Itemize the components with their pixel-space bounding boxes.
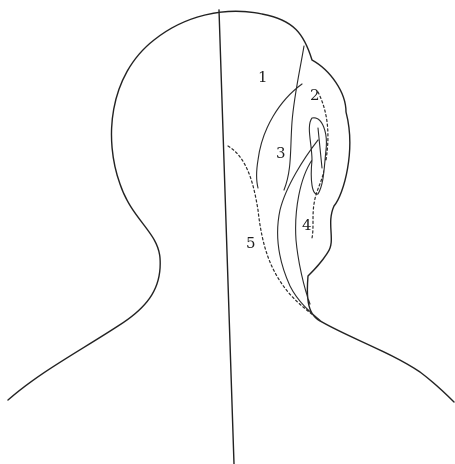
region-label-3: 3	[276, 144, 286, 162]
region-label-2: 2	[310, 86, 320, 104]
ear-inner-line	[318, 128, 322, 168]
region-label-5: 5	[246, 234, 256, 252]
region-label-1: 1	[258, 68, 268, 86]
region-label-4: 4	[302, 216, 312, 234]
boundary-occipital-minor	[278, 140, 322, 322]
head-outline	[8, 11, 454, 402]
midline	[219, 10, 234, 464]
ear-outer-contour	[284, 46, 304, 190]
